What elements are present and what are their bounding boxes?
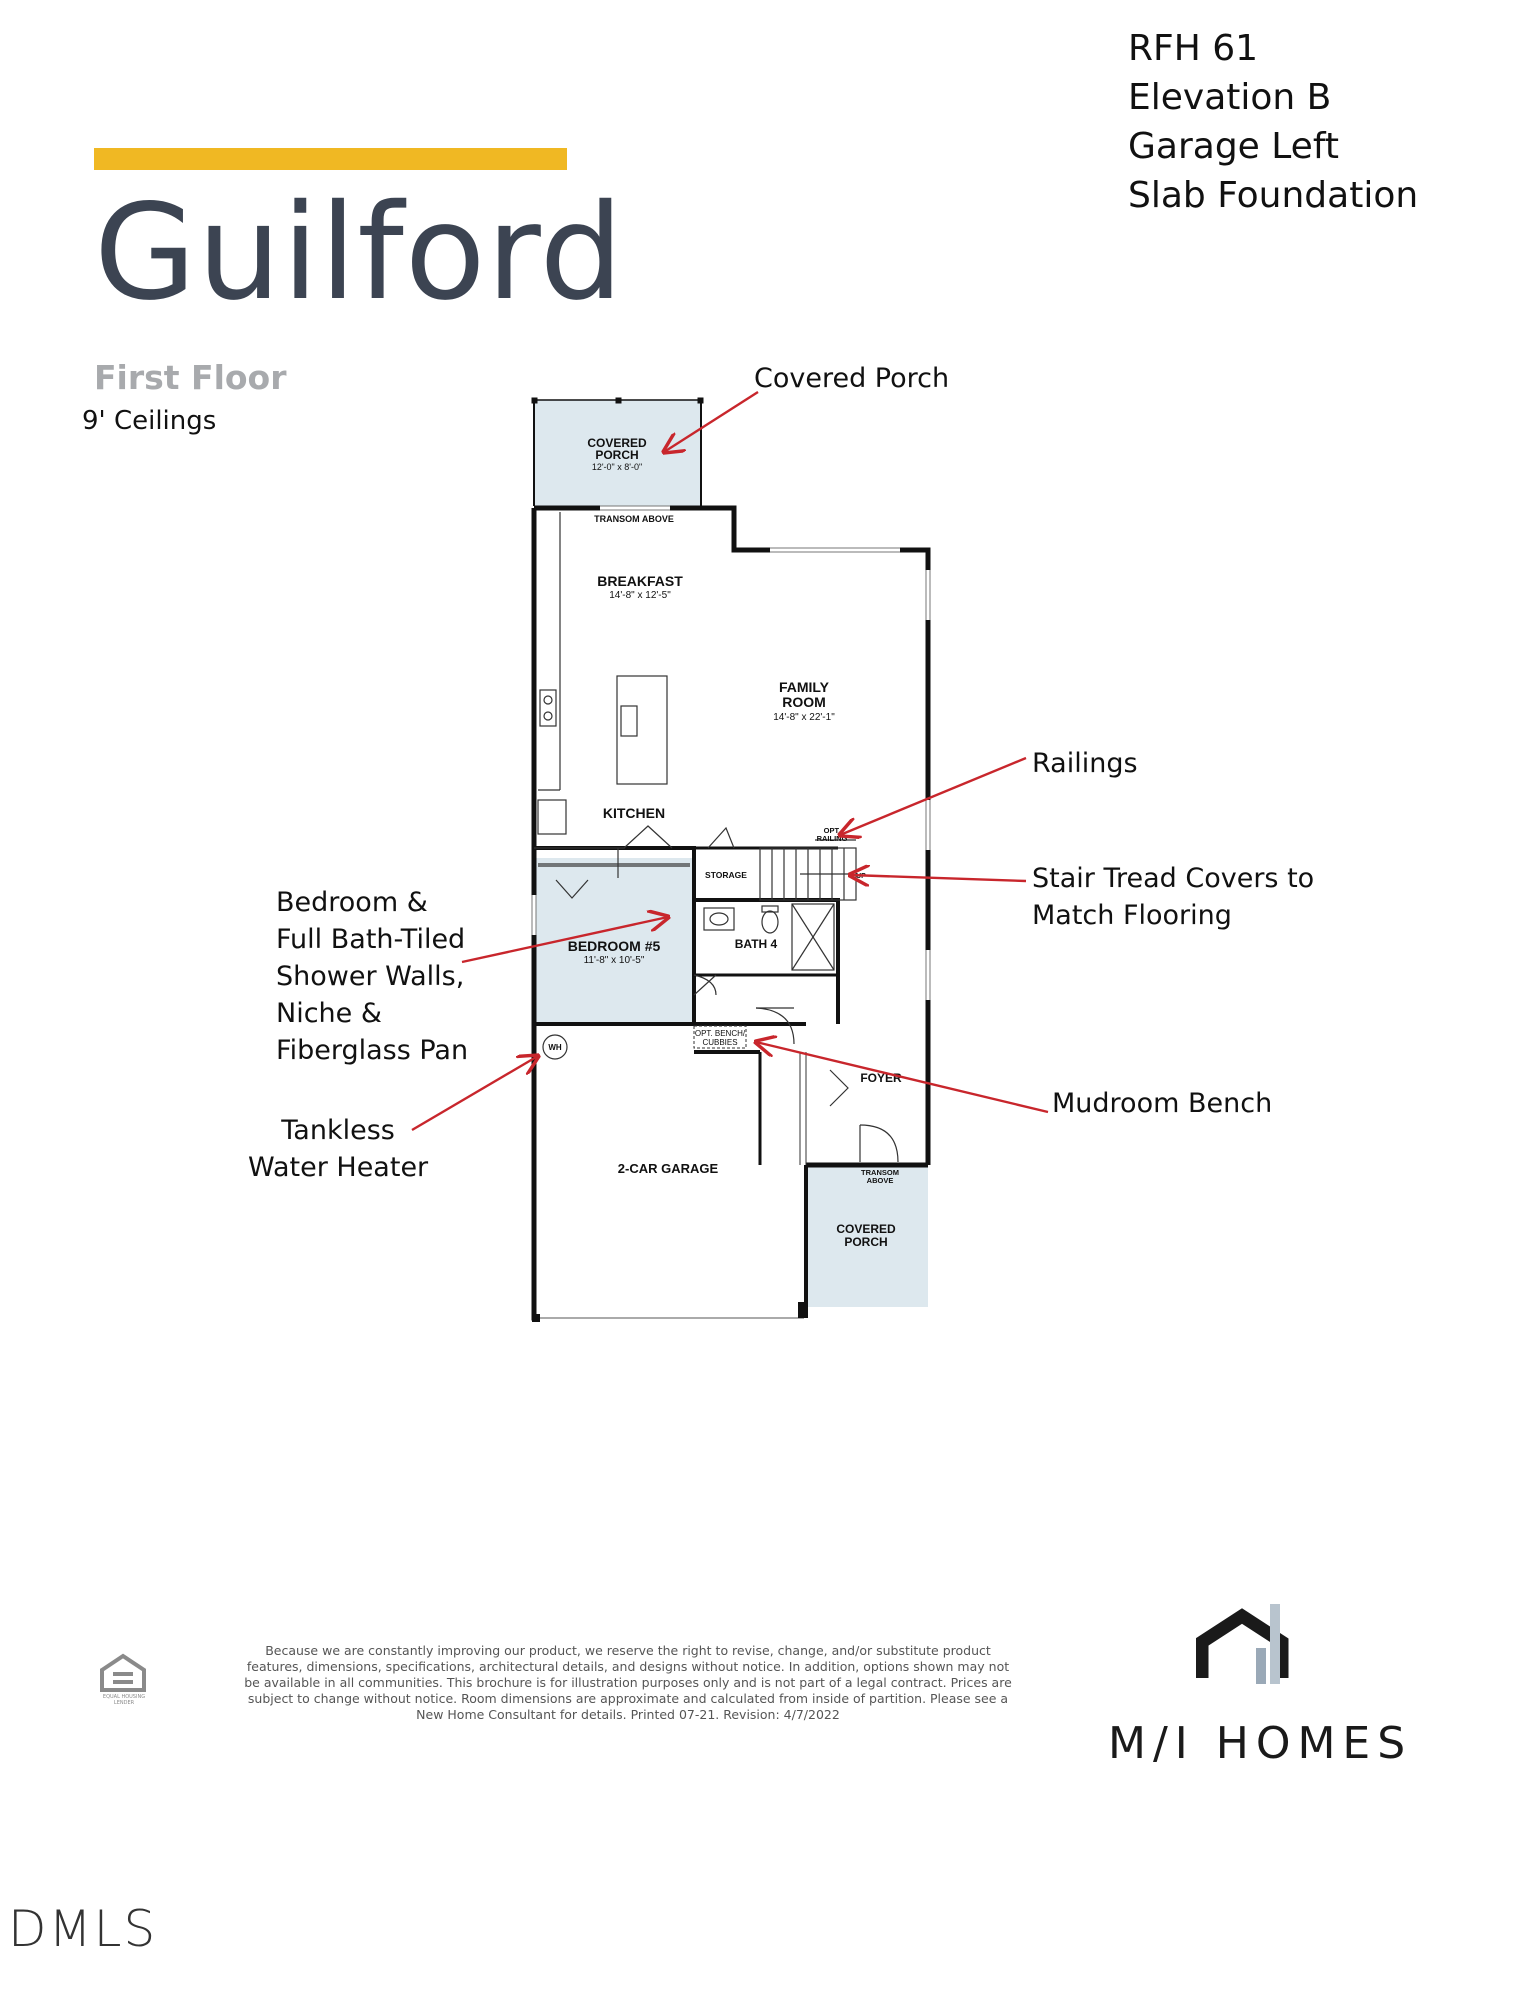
callout-line: Tankless [281, 1115, 395, 1146]
room-label: KITCHEN [603, 805, 665, 821]
callout-covered-porch: Covered Porch [754, 363, 950, 394]
callout-line: Fiberglass Pan [276, 1035, 469, 1066]
ceilings-label: 9' Ceilings [82, 406, 217, 436]
room-label: TRANSOM [861, 1168, 899, 1177]
mi-homes-logo-icon [1196, 1604, 1289, 1684]
room-label: OPT. BENCH/ [695, 1029, 746, 1038]
callout-line: Match Flooring [1032, 900, 1232, 931]
windows [531, 505, 931, 1000]
floor-label: First Floor [94, 358, 287, 397]
room-label: OPT. [824, 826, 841, 835]
arrow-mudroom [756, 1042, 1049, 1114]
room-label: WH [548, 1043, 562, 1052]
porch-bottom-fill [806, 1165, 928, 1307]
callout-water-heater: Tankless Water Heater [248, 1112, 428, 1186]
room-label: TRANSOM ABOVE [594, 514, 674, 524]
brand-name: M/I HOMES [1108, 1718, 1413, 1769]
stairs [759, 839, 857, 901]
arrow-stair-tread [850, 875, 1027, 881]
room-label: RAILING [817, 834, 848, 843]
arrow-water-heater [411, 1056, 538, 1132]
room-labels: COVERED PORCH 12'-0" x 8'-0" TRANSOM ABO… [548, 436, 902, 1249]
room-label: PORCH [844, 1235, 887, 1249]
callout-arrows [411, 390, 1049, 1132]
room-label: STORAGE [705, 870, 747, 880]
equal-housing-icon [100, 1653, 146, 1692]
room-dimension: 12'-0" x 8'-0" [592, 462, 642, 472]
callout-railings: Railings [1032, 748, 1138, 779]
callout-line: Niche & [276, 998, 382, 1029]
plan-title: Guilford [94, 176, 625, 330]
callout-line: Water Heater [248, 1152, 429, 1183]
room-label: BEDROOM #5 [568, 938, 661, 954]
water-heater-icon [542, 1034, 568, 1060]
covered-porch-top [531, 397, 704, 506]
info-line: RFH 61 [1128, 28, 1259, 69]
room-label: BREAKFAST [597, 573, 683, 589]
equal-housing-text: EQUAL HOUSING LENDER [102, 1694, 146, 1706]
callout-stair-tread: Stair Tread Covers to Match Flooring [1032, 860, 1314, 934]
room-label: PORCH [595, 448, 638, 462]
room-dimension: 14'-8" x 22'-1" [773, 712, 835, 723]
bath-fixtures [703, 903, 835, 971]
arrow-covered-porch [664, 390, 759, 452]
callout-mudroom: Mudroom Bench [1052, 1088, 1273, 1119]
room-label: COVERED [587, 436, 647, 450]
interior-doors [555, 825, 899, 1163]
callout-line: Shower Walls, [276, 961, 465, 992]
callout-line: Full Bath-Tiled [276, 924, 466, 955]
info-block: RFH 61 Elevation B Garage Left Slab Foun… [1128, 24, 1418, 220]
info-line: Garage Left [1128, 126, 1339, 167]
callout-bedroom-bath: Bedroom & Full Bath-Tiled Shower Walls, … [276, 884, 468, 1069]
room-label: BATH 4 [735, 937, 778, 951]
room-label: 2-CAR GARAGE [618, 1161, 719, 1176]
callout-line: Stair Tread Covers to [1032, 863, 1315, 894]
room-label: COVERED [836, 1222, 896, 1236]
callout-line: Bedroom & [276, 887, 428, 918]
room-label: ROOM [782, 694, 826, 710]
disclaimer: Because we are constantly improving our … [244, 1643, 1012, 1722]
info-line: Slab Foundation [1128, 175, 1419, 216]
arrow-railings [840, 756, 1027, 835]
room-label: ABOVE [867, 1176, 894, 1185]
mudroom-bench [693, 1025, 747, 1049]
room-dimension: 11'-8" x 10'-5" [584, 955, 645, 966]
accent-bar [94, 148, 567, 170]
watermark: DMLS [8, 1900, 158, 1958]
room-label: FAMILY [779, 679, 830, 695]
arrow-bedroom [461, 917, 668, 964]
room-label: CUBBIES [702, 1038, 737, 1047]
info-line: Elevation B [1128, 77, 1332, 118]
kitchen-counters [534, 512, 690, 867]
room-dimension: 14'-8" x 12'-5" [609, 590, 671, 601]
